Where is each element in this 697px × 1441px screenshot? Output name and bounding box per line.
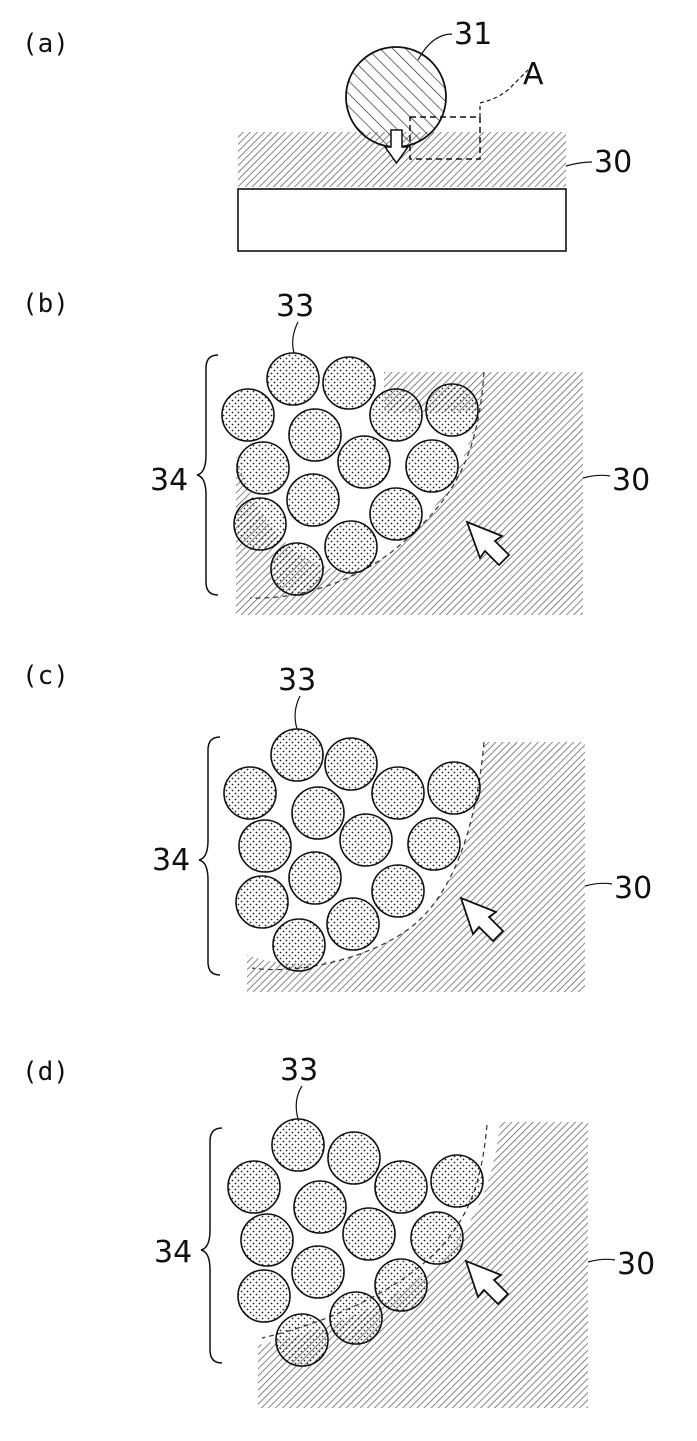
ref-34: 34: [154, 1235, 192, 1270]
particle-33: [338, 436, 390, 488]
particle-33: [241, 1214, 293, 1266]
ref-33: 33: [280, 1053, 318, 1088]
particle-33: [370, 389, 422, 441]
particle-33: [224, 767, 276, 819]
particle-33: [292, 787, 344, 839]
particle-33: [271, 543, 323, 595]
ref-30: 30: [612, 463, 650, 498]
particle-33: [287, 474, 339, 526]
leader-33: [293, 322, 298, 353]
particle-33: [406, 440, 458, 492]
ref-34: 34: [152, 843, 190, 878]
particle-33: [237, 442, 289, 494]
particle-33: [236, 876, 288, 928]
group-brace: [197, 355, 218, 595]
particle-33: [431, 1155, 483, 1207]
particle-33: [292, 1246, 344, 1298]
panel-a: (a) 31 A 30: [22, 17, 632, 251]
substrate: [238, 189, 566, 251]
particle-33: [426, 384, 478, 436]
particle-33: [289, 409, 341, 461]
particle-33: [271, 729, 323, 781]
particle-33: [408, 818, 460, 870]
group-brace: [199, 737, 220, 975]
leader-30: [585, 883, 612, 886]
particle-33: [328, 1132, 380, 1184]
panel-a-label: (a): [22, 29, 69, 59]
particle-33: [428, 762, 480, 814]
ref-33: 33: [278, 663, 316, 698]
particle-33: [375, 1161, 427, 1213]
particle-33: [234, 498, 286, 550]
leader-30: [566, 162, 592, 166]
group-brace: [201, 1128, 222, 1363]
leader-33: [295, 696, 300, 729]
ref-30: 30: [614, 871, 652, 906]
panel-b: (b) 34 33 30: [22, 289, 650, 615]
particle-33: [289, 852, 341, 904]
panel-c-label: (c): [22, 661, 69, 691]
particle-33: [330, 1292, 382, 1344]
leader-30: [583, 475, 610, 478]
leader-30: [588, 1259, 615, 1262]
particle-33: [325, 738, 377, 790]
particle-33: [372, 865, 424, 917]
ref-31: 31: [454, 17, 492, 52]
particle-33: [228, 1161, 280, 1213]
particle-33: [272, 1119, 324, 1171]
particle-33: [273, 919, 325, 971]
leader-a: [480, 70, 528, 117]
particle-33: [325, 521, 377, 573]
particle-33: [343, 1208, 395, 1260]
particle-33: [372, 767, 424, 819]
panel-d: (d) 34 33 30: [22, 1053, 655, 1408]
ref-30: 30: [617, 1247, 655, 1282]
ref-33: 33: [276, 289, 314, 324]
particle-33: [375, 1259, 427, 1311]
particle-33: [239, 820, 291, 872]
particle-33: [340, 814, 392, 866]
particle-33: [327, 898, 379, 950]
panel-b-label: (b): [22, 289, 69, 319]
particle-33: [323, 357, 375, 409]
ref-a: A: [523, 57, 544, 92]
particle-33: [294, 1181, 346, 1233]
particle-33: [238, 1270, 290, 1322]
panel-c: (c) 34 33 30: [22, 661, 652, 992]
leader-33: [296, 1086, 302, 1119]
panel-d-label: (d): [22, 1057, 69, 1087]
ref-34: 34: [150, 463, 188, 498]
particle-33: [222, 389, 274, 441]
ref-30: 30: [594, 145, 632, 180]
particle-33: [370, 488, 422, 540]
particle-33: [276, 1314, 328, 1366]
particle-33: [411, 1212, 463, 1264]
particle-33: [267, 353, 319, 405]
